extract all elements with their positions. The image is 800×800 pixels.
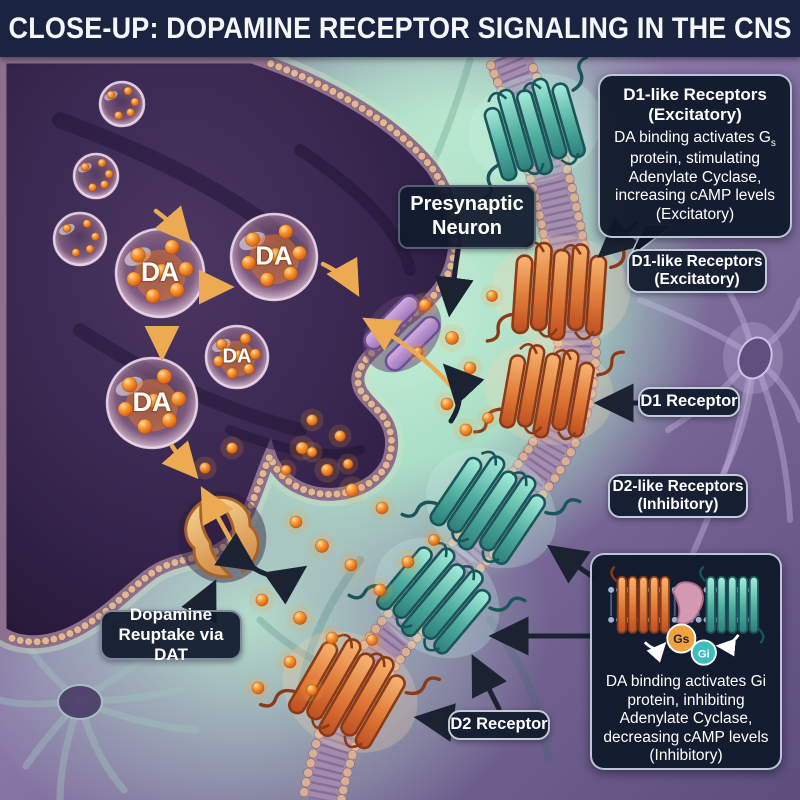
dopamine-receptor-teal: [468, 55, 602, 201]
page-title: CLOSE-UP: DOPAMINE RECEPTOR SIGNALING IN…: [8, 11, 792, 45]
background-neurites: [0, 56, 800, 800]
label-dopamine-reuptake: Dopamine Reuptake via DAT: [100, 605, 242, 664]
gs-arrow: [643, 641, 667, 663]
gprotein-mini-diagram: Gs Gi: [608, 566, 765, 666]
label-d2-receptor: D2 Receptor: [448, 710, 550, 740]
vesicle-da: DA: [229, 212, 319, 302]
title-banner: CLOSE-UP: DOPAMINE RECEPTOR SIGNALING IN…: [0, 0, 800, 57]
vesicle-small: [98, 80, 146, 128]
vesicle-da-label: DA: [223, 346, 252, 368]
vesicle-da-label: DA: [133, 387, 172, 417]
gi-badge: [690, 639, 717, 666]
callout-d1-heading: D1-like Receptors (Excitatory): [623, 85, 767, 125]
vesicle-da: DA: [114, 227, 206, 319]
callout-d2-like: Gs Gi DA binding activates Gi protein, i…: [590, 553, 782, 770]
gi-arrow: [715, 633, 740, 657]
label-d2-like-receptors: D2-like Receptors (Inhibitory): [608, 474, 748, 518]
label-d1-like-receptors: D1-like Receptors (Excitatory): [627, 249, 767, 293]
callout-d1-like: D1-like Receptors (Excitatory) DA bindin…: [598, 74, 792, 238]
gi-badge-label: Gi: [698, 648, 710, 660]
dopamine-molecules: [193, 284, 504, 702]
vesicle-da: DA: [105, 356, 199, 450]
dopamine-receptor-orange: [259, 631, 441, 753]
dopamine-receptor-teal: [400, 447, 582, 569]
vesicle-small: [72, 152, 120, 200]
vesicle-da-label: DA: [141, 257, 179, 287]
gs-badge-label: Gs: [673, 632, 689, 646]
callout-d1-body: DA binding activates Gs protein, stimula…: [614, 129, 776, 223]
synaptic-vesicles: DA DA DA DA: [52, 80, 319, 450]
dopamine-receptor-orange: [485, 235, 637, 347]
membrane-receptors: [259, 55, 637, 753]
callout-d2-body: DA binding activates Gi protein, inhibit…: [603, 673, 769, 765]
dopamine-receptor-orange: [473, 339, 625, 445]
vesicle-da: DA: [204, 324, 270, 390]
label-d1-receptor: D1 Receptor: [638, 387, 740, 417]
annotation-arrows: [181, 216, 641, 742]
vesicle-da-label: DA: [255, 243, 292, 271]
vesicle-small: [52, 211, 108, 267]
g-protein-shape: [671, 581, 704, 625]
gs-badge: [666, 623, 697, 654]
label-presynaptic-neuron: Presynaptic Neuron: [398, 185, 536, 249]
